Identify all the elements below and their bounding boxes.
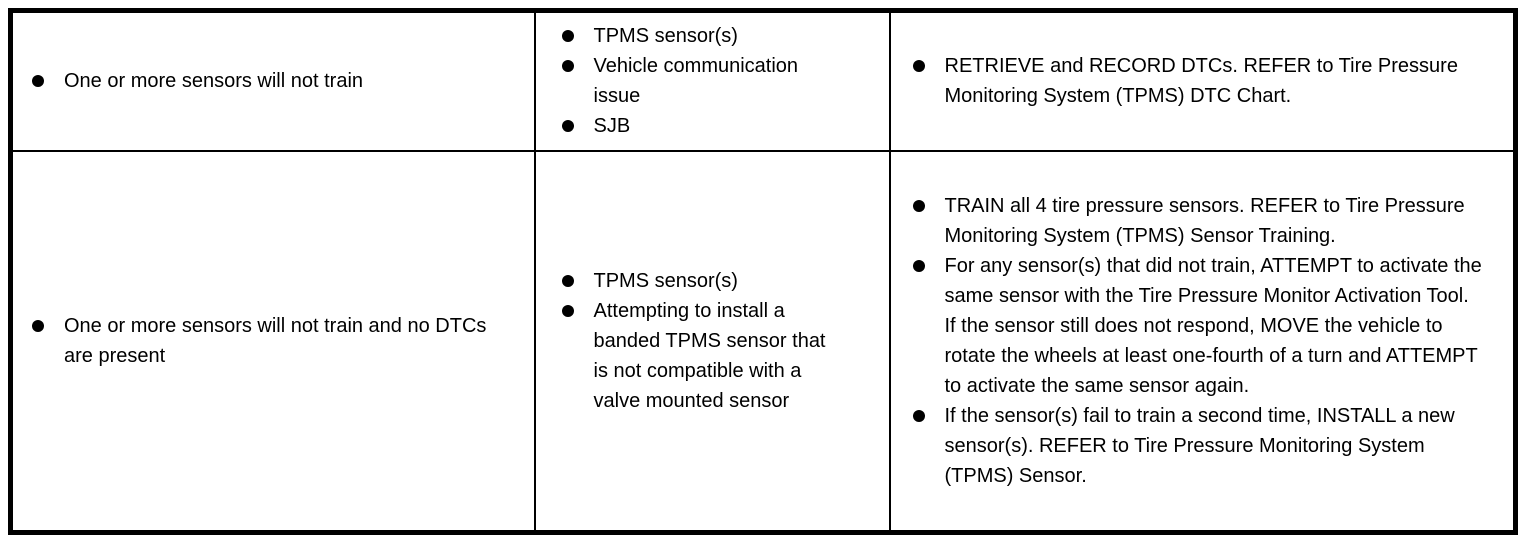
symptom-list: One or more sensors will not train and n…	[26, 311, 494, 371]
list-item: TPMS sensor(s)	[556, 266, 844, 296]
possible-sources-list: TPMS sensor(s) Vehicle communication iss…	[556, 21, 844, 141]
list-item: TPMS sensor(s)	[556, 21, 844, 51]
possible-sources-cell: TPMS sensor(s) Vehicle communication iss…	[533, 9, 891, 152]
list-item: RETRIEVE and RECORD DTCs. REFER to Tire …	[907, 51, 1484, 111]
list-item: Vehicle communication issue	[556, 51, 844, 111]
bullet-icon	[912, 409, 925, 422]
action-cell: RETRIEVE and RECORD DTCs. REFER to Tire …	[888, 9, 1517, 152]
source-text: TPMS sensor(s)	[593, 25, 738, 48]
list-item: TRAIN all 4 tire pressure sensors. REFER…	[907, 191, 1484, 251]
table-row: One or more sensors will not train and n…	[9, 149, 1517, 534]
bullet-icon	[32, 75, 44, 88]
bullet-icon	[561, 304, 574, 317]
list-item: SJB	[556, 111, 844, 141]
action-text: For any sensor(s) that did not train, AT…	[944, 254, 1482, 397]
symptom-cell: One or more sensors will not train and n…	[9, 149, 536, 534]
source-text: Vehicle communication issue	[593, 55, 799, 108]
tpms-diagnostic-table: One or more sensors will not train TPMS …	[8, 8, 1518, 535]
possible-sources-cell: TPMS sensor(s) Attempting to install a b…	[533, 149, 891, 534]
action-text: If the sensor(s) fail to train a second …	[944, 404, 1455, 487]
source-text: TPMS sensor(s)	[593, 269, 738, 292]
bullet-icon	[912, 199, 925, 212]
list-item: One or more sensors will not train and n…	[26, 311, 494, 371]
list-item: If the sensor(s) fail to train a second …	[907, 401, 1484, 491]
bullet-icon	[912, 60, 925, 73]
list-item: One or more sensors will not train	[26, 66, 494, 96]
table-row: One or more sensors will not train TPMS …	[9, 9, 1517, 152]
symptom-cell: One or more sensors will not train	[9, 9, 536, 152]
symptom-text: One or more sensors will not train	[64, 70, 364, 93]
symptom-list: One or more sensors will not train	[26, 66, 494, 96]
bullet-icon	[561, 60, 574, 73]
bullet-icon	[561, 30, 574, 43]
possible-sources-list: TPMS sensor(s) Attempting to install a b…	[556, 266, 844, 416]
source-text: SJB	[593, 115, 631, 138]
bullet-icon	[561, 120, 574, 133]
symptom-text: One or more sensors will not train and n…	[64, 314, 487, 367]
list-item: Attempting to install a banded TPMS sens…	[556, 296, 844, 416]
bullet-icon	[32, 319, 44, 332]
action-text: TRAIN all 4 tire pressure sensors. REFER…	[944, 194, 1465, 247]
source-text: Attempting to install a banded TPMS sens…	[593, 299, 826, 412]
list-item: For any sensor(s) that did not train, AT…	[907, 251, 1484, 401]
bullet-icon	[561, 274, 574, 287]
action-list: RETRIEVE and RECORD DTCs. REFER to Tire …	[907, 51, 1484, 111]
bullet-icon	[912, 259, 925, 272]
action-text: RETRIEVE and RECORD DTCs. REFER to Tire …	[944, 55, 1458, 108]
action-cell: TRAIN all 4 tire pressure sensors. REFER…	[888, 149, 1517, 534]
action-list: TRAIN all 4 tire pressure sensors. REFER…	[907, 191, 1484, 491]
